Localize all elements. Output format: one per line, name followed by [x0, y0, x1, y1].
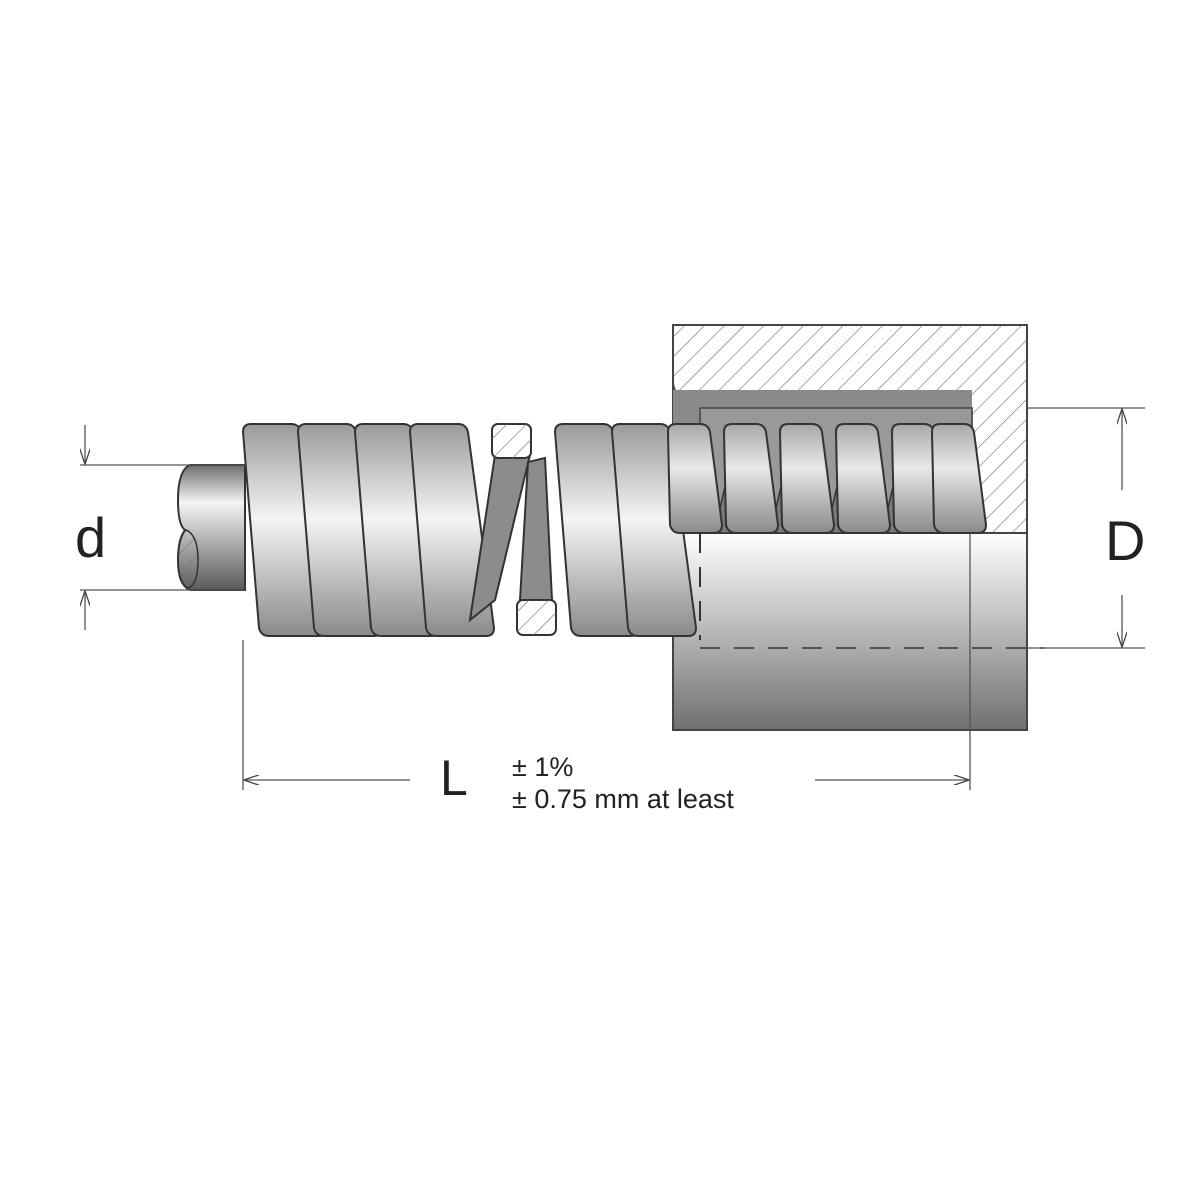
wire-section-bottom — [517, 600, 556, 635]
spring-cut — [468, 423, 557, 636]
spring-coil — [722, 423, 780, 534]
housing-bore — [672, 532, 1028, 731]
spring-coil — [666, 423, 724, 534]
spring-coil — [930, 423, 988, 534]
tolerance-minimum: ± 0.75 mm at least — [512, 784, 734, 814]
spring-coils — [241, 423, 988, 637]
dimension-lines — [80, 407, 1145, 790]
label-D: D — [1105, 509, 1145, 572]
tolerance-percent: ± 1% — [512, 752, 573, 782]
label-d: d — [75, 506, 106, 569]
spring-coil — [408, 423, 496, 637]
spring-coil — [834, 423, 892, 534]
rod-section-hatch — [177, 529, 199, 589]
guide-rod — [176, 464, 246, 591]
spring-coil — [778, 423, 836, 534]
wire-section-top — [492, 424, 531, 458]
label-L: L — [440, 750, 468, 806]
